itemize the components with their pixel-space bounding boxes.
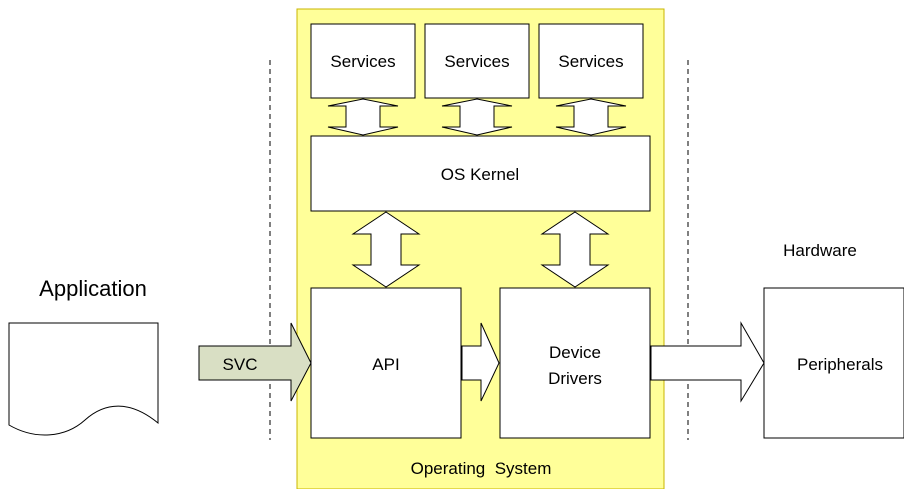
services-label-1: Services <box>330 52 395 71</box>
services-box-3 <box>538 23 644 99</box>
peripherals-label: Peripherals <box>797 355 883 374</box>
os-kernel-label: OS Kernel <box>441 165 519 184</box>
peripherals-box <box>763 287 904 439</box>
os-region-label: Operating System <box>411 459 552 478</box>
application-document-icon <box>8 322 159 436</box>
hardware-label: Hardware <box>783 241 857 260</box>
device-drivers-label-line2: Drivers <box>548 369 602 388</box>
application-label: Application <box>39 276 147 301</box>
svc-label: SVC <box>223 355 258 374</box>
drivers-peripherals-arrow <box>650 321 765 403</box>
svc-arrow <box>198 322 312 402</box>
device-drivers-label-line1: Device <box>549 343 601 362</box>
kernel-api-arrow <box>351 211 421 288</box>
kernel-drivers-arrow <box>540 211 610 288</box>
services-kernel-arrow-2 <box>441 98 513 136</box>
services-label-2: Services <box>444 52 509 71</box>
device-drivers-box <box>499 287 651 439</box>
services-box-2 <box>424 23 530 99</box>
api-label: API <box>372 355 399 374</box>
os-kernel-box <box>310 135 651 212</box>
services-label-3: Services <box>558 52 623 71</box>
services-box-1 <box>310 23 416 99</box>
services-kernel-arrow-1 <box>327 98 399 136</box>
services-kernel-arrow-3 <box>555 98 627 136</box>
api-drivers-arrow <box>461 322 500 402</box>
api-box <box>310 287 462 439</box>
